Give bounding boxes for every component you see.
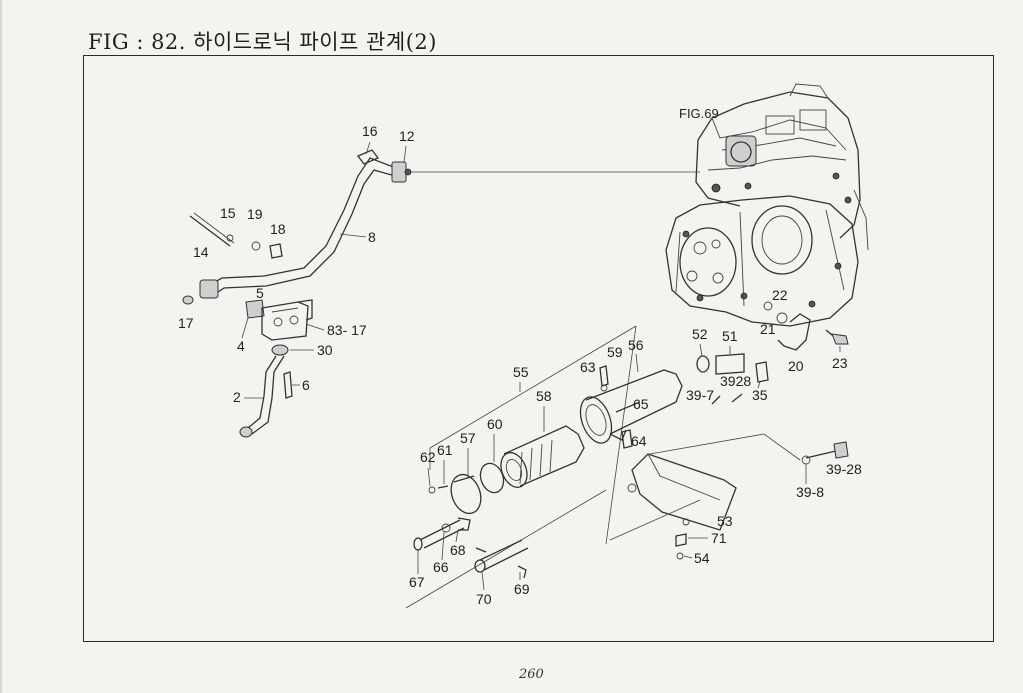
callout-70: 70 bbox=[476, 591, 492, 607]
callout-61: 61 bbox=[437, 442, 453, 458]
upper-left-pipe-assembly bbox=[182, 149, 412, 438]
callout-39-8: 39-8 bbox=[796, 484, 824, 500]
callout-20: 20 bbox=[788, 358, 804, 374]
page-number: 260 bbox=[519, 667, 544, 682]
callout-5: 5 bbox=[256, 285, 264, 301]
callout-65: 65 bbox=[633, 396, 649, 412]
callout-51: 51 bbox=[722, 328, 738, 344]
callout-6: 6 bbox=[302, 377, 310, 393]
air-cleaner-assembly bbox=[428, 325, 683, 545]
callout-52: 52 bbox=[692, 326, 708, 342]
callout-71: 71 bbox=[711, 530, 727, 546]
callout-59: 59 bbox=[607, 344, 623, 360]
callout-69: 69 bbox=[514, 581, 530, 597]
callout-60: 60 bbox=[487, 416, 503, 432]
callout-68: 68 bbox=[450, 542, 466, 558]
callout-4: 4 bbox=[237, 338, 245, 354]
callout-39-28-upper: 3928 bbox=[720, 373, 751, 389]
callout-2: 2 bbox=[233, 389, 241, 405]
callout-15: 15 bbox=[220, 205, 236, 221]
callout-21: 21 bbox=[760, 321, 776, 337]
callout-17: 17 bbox=[178, 315, 194, 331]
figure-frame bbox=[83, 55, 994, 642]
bracket-assembly bbox=[609, 433, 849, 560]
callout-64: 64 bbox=[631, 433, 647, 449]
callout-23: 23 bbox=[832, 355, 848, 371]
callout-58: 58 bbox=[536, 388, 552, 404]
callout-63: 63 bbox=[580, 359, 596, 375]
binding-edge bbox=[0, 0, 2, 693]
return-pipe-assembly bbox=[696, 301, 849, 405]
callout-16: 16 bbox=[362, 123, 378, 139]
callout-62: 62 bbox=[420, 449, 436, 465]
callout-39-28-lower: 39-28 bbox=[826, 461, 862, 477]
callout-67: 67 bbox=[409, 574, 425, 590]
page-title: FIG : 82. 하이드로닉 파이프 관계(2) bbox=[88, 30, 437, 54]
callout-19: 19 bbox=[247, 206, 263, 222]
dust-valve-assembly bbox=[405, 489, 607, 609]
callout-57: 57 bbox=[460, 430, 476, 446]
engine-block-illustration bbox=[665, 83, 869, 327]
callout-53: 53 bbox=[717, 513, 733, 529]
callout-12: 12 bbox=[399, 128, 415, 144]
callout-39-7: 39-7 bbox=[686, 387, 714, 403]
callout-14: 14 bbox=[193, 244, 209, 260]
callout-30: 30 bbox=[317, 342, 333, 358]
callout-8: 8 bbox=[368, 229, 376, 245]
callout-18: 18 bbox=[270, 221, 286, 237]
callout-83-17: 83- 17 bbox=[327, 322, 367, 338]
callout-35: 35 bbox=[752, 387, 768, 403]
callout-22: 22 bbox=[772, 287, 788, 303]
callout-66: 66 bbox=[433, 559, 449, 575]
callout-54: 54 bbox=[694, 550, 710, 566]
callout-56: 56 bbox=[628, 337, 644, 353]
figure-reference-label: FIG.69 bbox=[679, 106, 719, 121]
callout-55: 55 bbox=[513, 364, 529, 380]
